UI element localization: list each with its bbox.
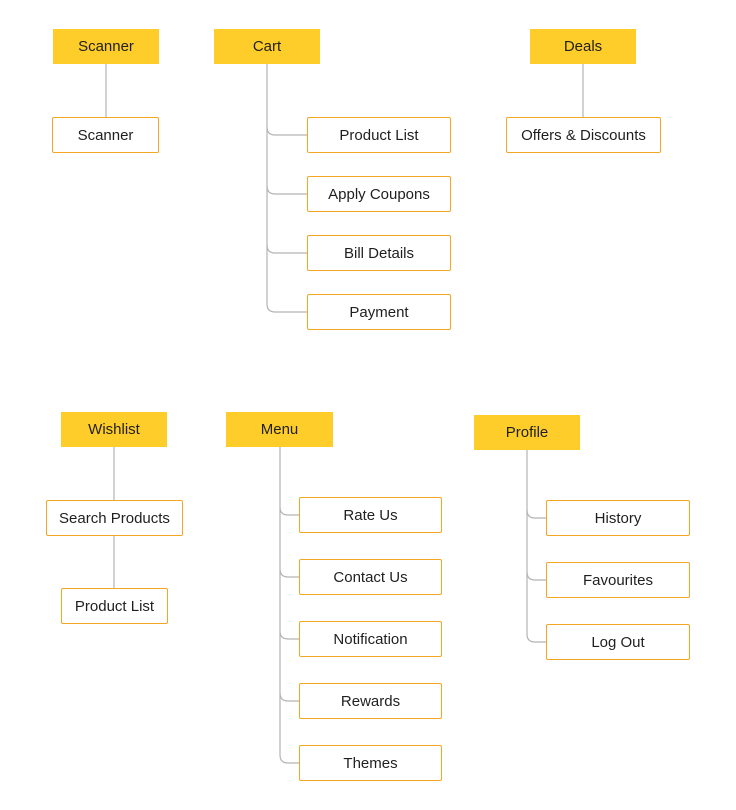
connector-profile-branch-2 [526, 571, 546, 581]
connector-menu-branch-4 [279, 692, 299, 702]
connector-menu-branch-5 [279, 754, 299, 764]
menu-header[interactable]: Menu [226, 412, 333, 447]
profile-item-history[interactable]: History [546, 500, 690, 536]
scanner-header[interactable]: Scanner [53, 29, 159, 64]
cart-item-product-list[interactable]: Product List [307, 117, 451, 153]
wishlist-header[interactable]: Wishlist [61, 412, 167, 447]
menu-item-rate-us[interactable]: Rate Us [299, 497, 442, 533]
connector-cart-branch-4 [266, 303, 307, 313]
connector-profile-branch-1 [526, 509, 546, 519]
cart-header[interactable]: Cart [214, 29, 320, 64]
menu-item-contact-us[interactable]: Contact Us [299, 559, 442, 595]
connector-cart-branch-1 [266, 126, 307, 136]
connector-cart-branch-3 [266, 244, 307, 254]
menu-item-notification[interactable]: Notification [299, 621, 442, 657]
profile-item-favourites[interactable]: Favourites [546, 562, 690, 598]
connector-menu-branch-3 [279, 630, 299, 640]
wishlist-item-search-products[interactable]: Search Products [46, 500, 183, 536]
connector-menu-branch-2 [279, 568, 299, 578]
cart-item-payment[interactable]: Payment [307, 294, 451, 330]
connector-profile-branch-3 [526, 633, 546, 643]
connector-cart-branch-2 [266, 185, 307, 195]
menu-item-themes[interactable]: Themes [299, 745, 442, 781]
wishlist-item-product-list[interactable]: Product List [61, 588, 168, 624]
profile-item-log-out[interactable]: Log Out [546, 624, 690, 660]
deals-header[interactable]: Deals [530, 29, 636, 64]
connector-menu-branch-1 [279, 506, 299, 516]
cart-item-apply-coupons[interactable]: Apply Coupons [307, 176, 451, 212]
scanner-item-scanner[interactable]: Scanner [52, 117, 159, 153]
deals-item-offers-discounts[interactable]: Offers & Discounts [506, 117, 661, 153]
menu-item-rewards[interactable]: Rewards [299, 683, 442, 719]
profile-header[interactable]: Profile [474, 415, 580, 450]
cart-item-bill-details[interactable]: Bill Details [307, 235, 451, 271]
